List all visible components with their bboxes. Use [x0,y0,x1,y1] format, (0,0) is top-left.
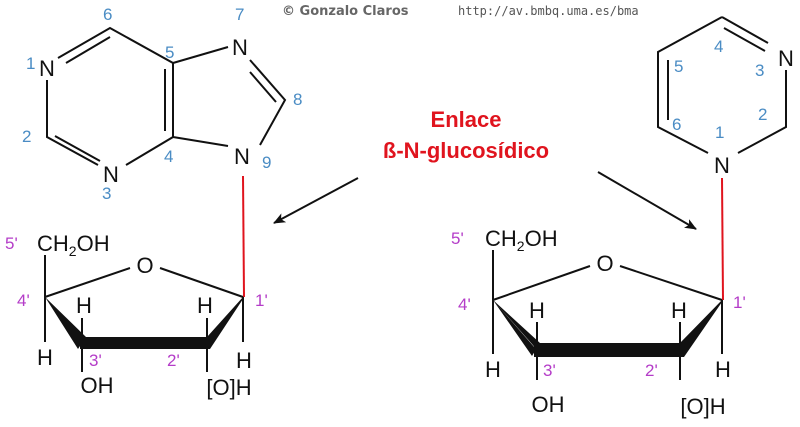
label-line1: Enlace [431,107,502,132]
number-1: 1 [715,123,724,142]
copyright-text: © Gonzalo Claros [282,4,409,19]
oh-c2: [O]H [206,375,251,400]
prime-3: 3' [543,361,556,380]
h-c1-down: H [236,348,252,373]
glycosidic-bond-right [721,177,724,301]
number-4: 4 [164,147,173,166]
oh-c3: OH [532,392,565,417]
h-c2-up: H [197,293,213,318]
number-8: 8 [293,90,302,109]
source-url: http://av.bmbq.uma.es/bma [458,4,639,18]
h-c4-down: H [37,345,53,370]
h-c3-up: H [529,298,545,323]
number-2: 2 [758,105,767,124]
number-1: 1 [26,54,35,73]
purine-base: N N N N 1 2 3 4 5 6 7 8 9 [22,5,302,203]
number-5: 5 [674,57,683,76]
prime-5: 5' [5,234,18,253]
glycosidic-bond-left [242,175,245,298]
number-5: 5 [165,43,174,62]
prime-3: 3' [89,351,102,370]
h-c2-up: H [671,298,687,323]
ch2oh-group: CH2OH [485,226,558,254]
number-2: 2 [22,127,31,146]
arrow-left [273,177,359,224]
ribose-right: CH2OH O H H H H OH [O]H 5' 4' 3' 2' 1' [451,226,746,419]
number-6: 6 [672,115,681,134]
number-6: 6 [103,5,112,24]
prime-2: 2' [167,351,180,370]
oh-c2: [O]H [680,394,725,419]
h-c1-down: H [715,357,731,382]
ring-oxygen: O [596,251,613,276]
atom-n1: N [39,56,55,81]
prime-4: 4' [458,295,471,314]
prime-1: 1' [733,293,746,312]
number-3: 3 [755,61,764,80]
ring-oxygen: O [136,253,153,278]
oh-c3: OH [81,373,114,398]
number-3: 3 [102,184,111,203]
h-c4-down: H [485,357,501,382]
number-7: 7 [235,5,244,24]
ch2oh-group: CH2OH [37,231,110,259]
atom-n9: N [234,144,250,169]
arrow-right [597,171,697,230]
number-4: 4 [714,37,723,56]
prime-5: 5' [451,229,464,248]
atom-n3: N [103,162,119,187]
number-9: 9 [262,153,271,172]
pyrimidine-base: N N 1 2 3 4 5 6 [657,16,794,178]
prime-1: 1' [255,291,268,310]
atom-n7: N [232,35,248,60]
label-line2: ß-N-glucosídico [383,138,549,163]
ribose-left: CH2OH O H H H H OH [O]H 5' 4' 3' 2' 1' [5,231,268,400]
h-c3-up: H [76,293,92,318]
atom-n1: N [714,153,730,178]
prime-2: 2' [645,361,658,380]
prime-4: 4' [17,291,30,310]
atom-n3: N [778,46,794,71]
